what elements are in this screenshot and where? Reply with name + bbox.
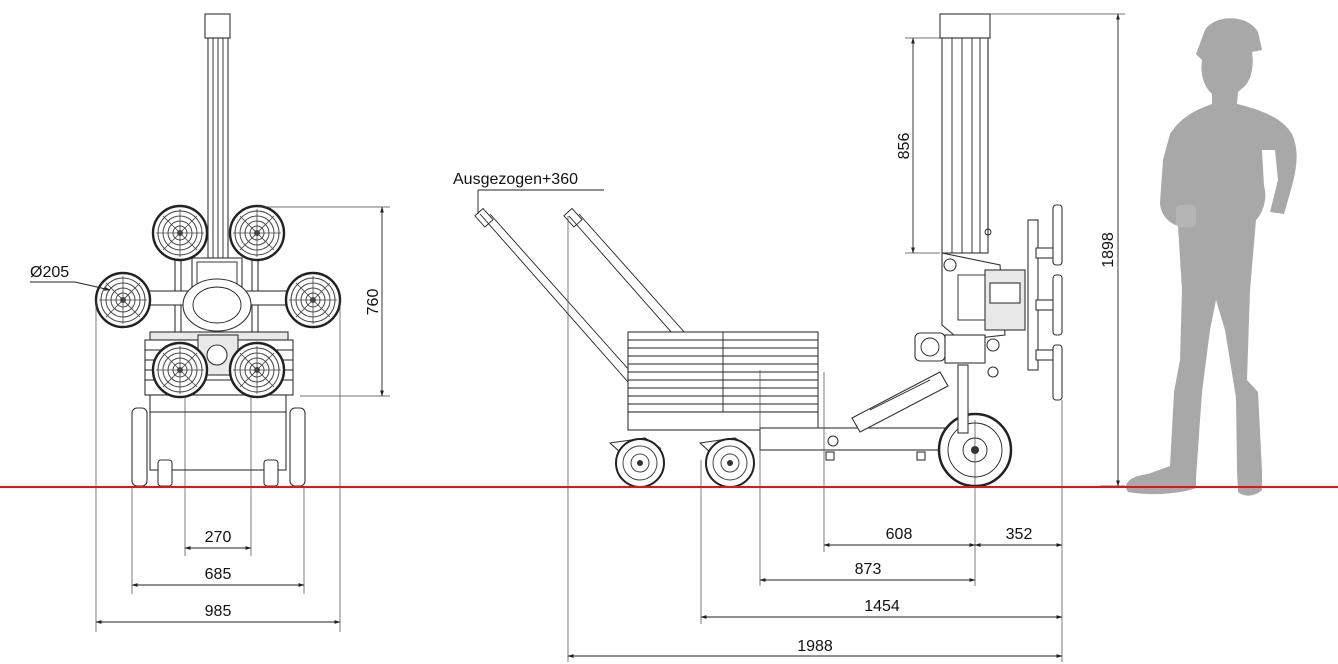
side-plate-stack: [627, 331, 819, 413]
side-column: [941, 37, 989, 254]
front-suction-pad: [228, 341, 286, 399]
dim-1454: 1454: [864, 598, 900, 615]
dim-760: 760: [365, 289, 382, 316]
front-dimensions: 760 Ø205 270 685 985: [30, 206, 390, 632]
front-wheel-left: [131, 407, 148, 487]
front-wheel-right: [289, 407, 306, 487]
front-suction-pad: [94, 271, 152, 329]
front-suction-pad: [151, 204, 209, 262]
side-suction-frame: [1027, 219, 1039, 371]
side-caster-rear: [615, 438, 665, 488]
side-hydraulic-cylinder: [851, 371, 949, 433]
front-suction-pad: [284, 271, 342, 329]
front-suction-pad: [151, 341, 209, 399]
side-caster-front: [705, 438, 755, 488]
side-suction-pad: [1052, 344, 1063, 401]
dim-985: 985: [205, 603, 232, 620]
side-base-tray: [627, 411, 819, 431]
side-view: [474, 13, 1063, 488]
human-silhouette: [1126, 18, 1297, 496]
dim-1898: 1898: [1100, 232, 1117, 268]
dim-1988: 1988: [797, 638, 833, 655]
dim-873: 873: [855, 561, 882, 578]
front-chassis: [149, 394, 287, 471]
dim-352: 352: [1006, 526, 1033, 543]
side-suction-pad: [1052, 204, 1063, 266]
dim-608: 608: [886, 526, 913, 543]
dim-685: 685: [205, 566, 232, 583]
dim-856: 856: [896, 133, 913, 160]
side-column-cap: [939, 13, 991, 39]
side-dimensions: Ausgezogen+360 856 1898 608 352 873 1454: [453, 13, 1125, 662]
front-view: [94, 13, 342, 487]
side-suction-pad: [1052, 274, 1063, 336]
front-column-cap: [204, 13, 231, 39]
dim-diameter-205: Ø205: [30, 264, 69, 281]
front-suction-pad: [228, 204, 286, 262]
side-chassis-rail: [759, 427, 951, 451]
dim-extended: Ausgezogen+360: [453, 171, 578, 188]
dim-270: 270: [205, 529, 232, 546]
